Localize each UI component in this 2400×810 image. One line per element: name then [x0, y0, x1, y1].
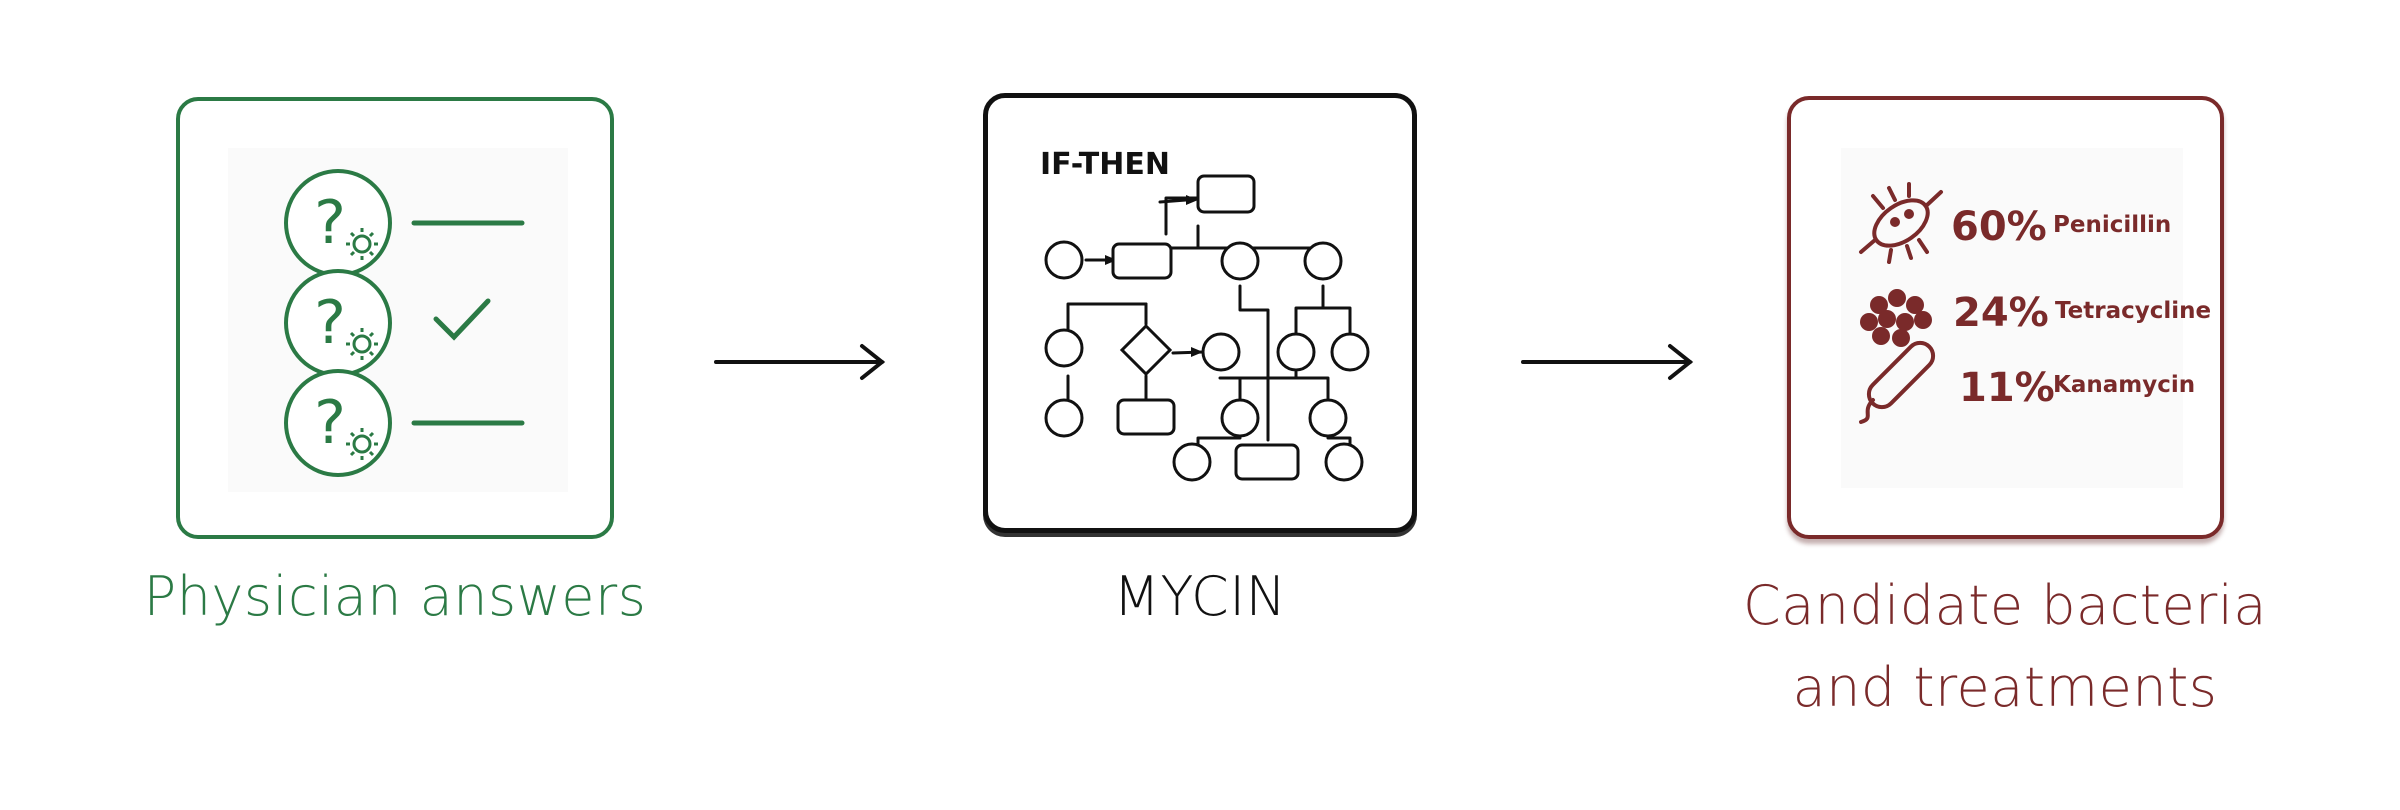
result-drug-3: Kanamycin	[2053, 372, 2196, 398]
germ-icon	[346, 428, 378, 460]
rule-node-circle	[1044, 398, 1084, 438]
rule-node-circle	[1220, 241, 1260, 281]
result-percent-2: 24%	[1953, 290, 2049, 336]
candidate-treatments-caption: Candidate bacteria and treatments	[1740, 565, 2270, 729]
rule-node-circle	[1044, 240, 1084, 280]
rule-node-box	[1234, 443, 1300, 481]
questionnaire-icon: ? ? ?	[284, 169, 525, 477]
rule-node-circle	[1201, 332, 1241, 372]
germ-icon	[346, 328, 378, 360]
rule-node-box	[1196, 174, 1256, 214]
rule-node-circle	[1172, 442, 1212, 482]
arrow-system-to-output	[1521, 344, 1694, 380]
question-mark-icon: ?	[314, 188, 346, 258]
mycin-caption: MYCIN	[1113, 565, 1287, 628]
result-percent-3: 11%	[1959, 365, 2055, 411]
physician-answers-panel: ? ? ?	[176, 97, 614, 539]
question-mark-icon: ?	[314, 388, 346, 458]
rule-node-box	[1111, 242, 1173, 280]
rule-node-circle	[1276, 332, 1316, 372]
result-percent-1: 60%	[1951, 204, 2047, 250]
candidate-treatments-panel: 60% Penicillin 24% Tetracycline 11% Kana…	[1787, 96, 2224, 539]
arrow-input-to-system	[714, 344, 886, 380]
result-drug-2: Tetracycline	[2055, 298, 2212, 324]
caption-line-2: and treatments	[1792, 656, 2218, 719]
rule-node-circle	[1324, 442, 1364, 482]
question-mark-icon: ?	[314, 288, 346, 358]
result-drug-1: Penicillin	[2053, 212, 2172, 238]
question-circle-3	[284, 369, 392, 477]
physician-answers-caption: Physician answers	[143, 565, 647, 628]
rule-node-circle	[1303, 241, 1343, 281]
rule-node-box	[1116, 398, 1176, 436]
rule-node-circle	[1330, 332, 1370, 372]
bacteria-icons	[1859, 182, 1943, 424]
rule-node-circle	[1308, 398, 1348, 438]
rule-decision-diamond	[1119, 323, 1173, 377]
mycin-panel: IF-THEN	[983, 93, 1417, 533]
rule-node-circle	[1044, 328, 1084, 368]
germ-icon	[346, 228, 378, 260]
caption-line-1: Candidate bacteria	[1743, 574, 2267, 637]
rule-tree-diagram: IF-THEN	[1040, 147, 1370, 482]
bacillus-icon	[1859, 182, 1943, 264]
cocci-cluster-icon	[1860, 289, 1932, 347]
if-then-label: IF-THEN	[1040, 147, 1170, 182]
spirillum-icon	[1859, 340, 1936, 424]
checkmark-icon	[433, 298, 491, 341]
rule-node-circle	[1220, 398, 1260, 438]
